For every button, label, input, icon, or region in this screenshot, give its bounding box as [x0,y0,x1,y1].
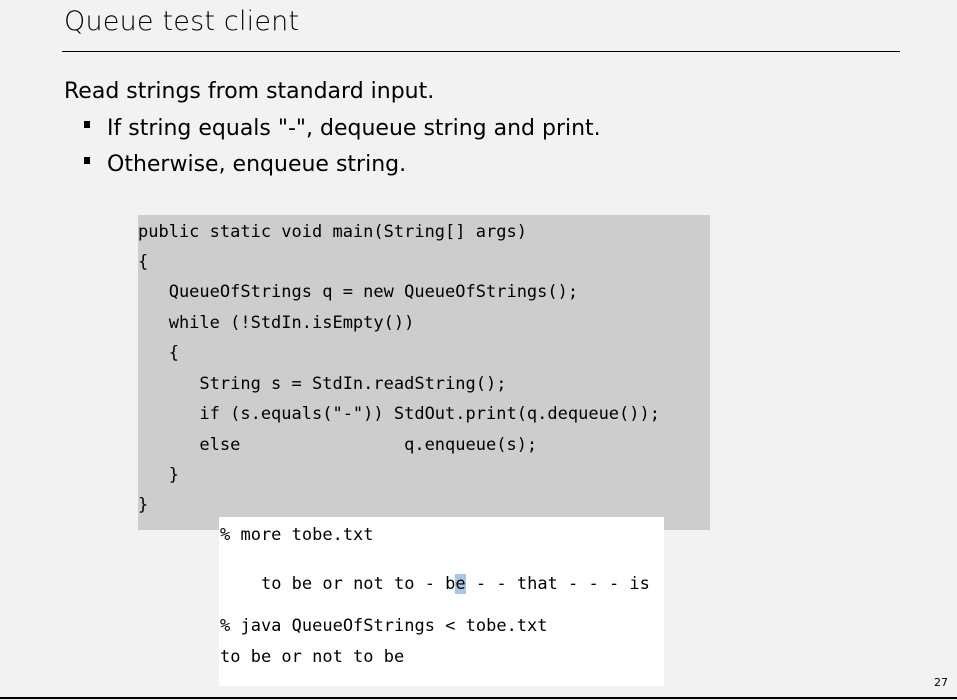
input-text-after: - - that - - - is [465,574,650,594]
input-text-before: to be or not to - b [260,574,456,594]
bullet-item: Otherwise, enqueue string. [84,151,601,187]
code-line: QueueOfStrings q = new QueueOfStrings(); [138,282,579,302]
intro-text: Read strings from standard input. [64,79,435,104]
code-line: { [138,343,179,363]
bullet-list: If string equals "-", dequeue string and… [84,115,601,187]
terminal-result: to be or not to be [220,647,405,667]
code-line: String s = StdIn.readString(); [138,374,507,394]
page-number: 27 [934,676,948,689]
code-block: public static void main(String[] args) {… [138,215,710,530]
code-line: } [138,465,179,485]
slide-title: Queue test client [64,6,300,37]
title-divider [62,51,900,52]
code-line: } [138,495,149,515]
terminal-input-line: to be or not to - be - - that - - - is [220,554,650,614]
bullet-text: If string equals "-", dequeue string and… [107,116,601,141]
bottom-divider [0,697,957,699]
terminal-command: % more tobe.txt [220,525,374,545]
bullet-square-icon [84,121,90,128]
bullet-square-icon [84,157,90,164]
terminal-command: % java QueueOfStrings < tobe.txt [220,616,548,636]
code-line: while (!StdIn.isEmpty()) [138,313,415,333]
code-line: else q.enqueue(s); [138,435,538,455]
bullet-item: If string equals "-", dequeue string and… [84,115,601,151]
code-line: public static void main(String[] args) [138,222,527,242]
terminal-output-box: % more tobe.txt to be or not to - be - -… [219,517,664,686]
code-line: { [138,252,149,272]
text-selection-highlight: e [455,574,466,594]
bullet-text: Otherwise, enqueue string. [107,152,407,177]
code-line: if (s.equals("-")) StdOut.print(q.dequeu… [138,404,660,424]
